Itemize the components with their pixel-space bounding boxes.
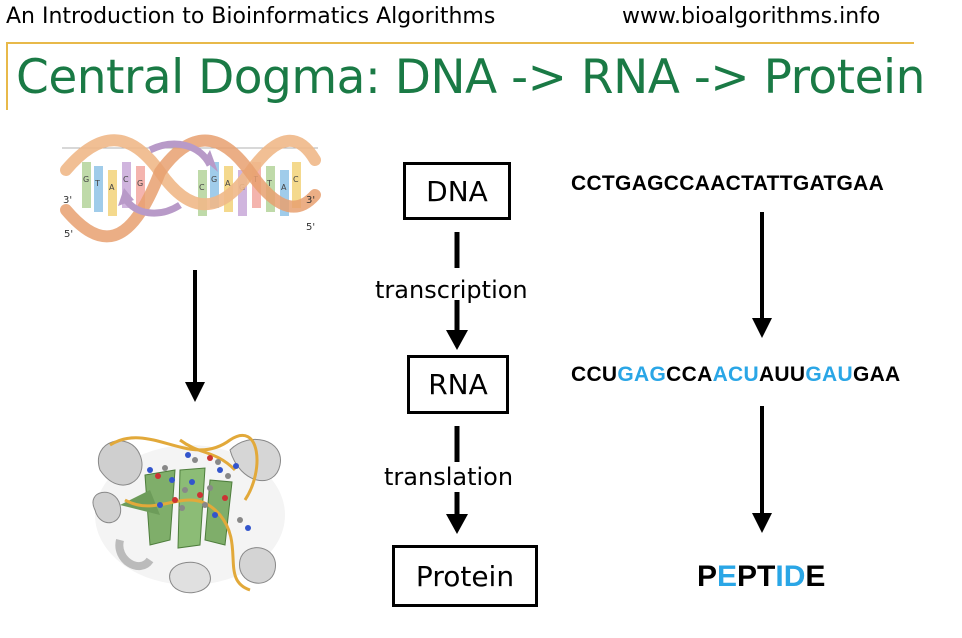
base-pair-rung: [122, 162, 131, 208]
base-pair-rung: [292, 162, 301, 208]
base-letter: C: [123, 175, 129, 184]
rna-codon: CCA: [666, 363, 713, 386]
amino-acid: P: [697, 560, 718, 593]
atom-sphere: [172, 497, 178, 503]
dna-box-label: DNA: [426, 174, 488, 208]
atom-sphere: [222, 495, 228, 501]
amino-acid-highlighted: E: [717, 560, 738, 593]
helix-end-label: 5': [64, 229, 73, 240]
base-letter: C: [293, 175, 299, 184]
transcription-arrow: [446, 232, 468, 350]
translation-arrow: [446, 426, 468, 534]
atom-sphere: [169, 477, 175, 483]
amino-acid: P: [737, 560, 758, 593]
translation-label: translation: [384, 463, 514, 491]
atom-sphere: [237, 517, 243, 523]
atom-sphere: [185, 452, 191, 458]
protein-structure-illustration: [92, 433, 285, 594]
dna-sequence: CCTGAGCCAACTATTGATGAA: [571, 172, 885, 195]
base-pair-rung: [210, 162, 219, 208]
base-letter: G: [211, 175, 217, 184]
rna-codon-highlighted: GAG: [617, 363, 667, 386]
atom-sphere: [207, 455, 213, 461]
peptide-sequence: PEPTIDE: [697, 560, 825, 594]
header-rule: [6, 42, 914, 44]
atom-sphere: [192, 457, 198, 463]
rna-sequence: CCUGAGCCAACUAUUGAUGAA: [571, 363, 901, 387]
base-letter: A: [281, 183, 287, 192]
protein-box: Protein: [392, 545, 538, 607]
base-letter: T: [94, 179, 100, 188]
atom-sphere: [162, 465, 168, 471]
atom-sphere: [197, 492, 203, 498]
base-pair-rung: [82, 162, 91, 208]
amino-acid-highlighted: D: [783, 560, 806, 593]
rna-codon: CCU: [571, 363, 618, 386]
left-down-arrow: [185, 270, 205, 402]
base-letter: A: [109, 183, 115, 192]
atom-sphere: [147, 467, 153, 473]
sequence-translation-arrow: [752, 406, 772, 533]
base-pair-rung: [198, 170, 207, 216]
base-letter: G: [137, 179, 143, 188]
base-letter: A: [225, 179, 231, 188]
amino-acid: T: [757, 560, 776, 593]
base-pair-rung: [136, 166, 145, 212]
amino-acid-highlighted: I: [775, 560, 784, 593]
rna-box: RNA: [407, 355, 509, 414]
base-pair-rung: [108, 170, 117, 216]
rna-codon-highlighted: GAU: [805, 363, 853, 386]
atom-sphere: [217, 467, 223, 473]
base-letter: T: [266, 179, 272, 188]
atom-sphere: [179, 505, 185, 511]
atom-sphere: [225, 473, 231, 479]
atom-sphere: [212, 512, 218, 518]
rna-box-label: RNA: [428, 368, 488, 401]
course-title: An Introduction to Bioinformatics Algori…: [6, 4, 496, 29]
base-pair-rung: [238, 170, 247, 216]
base-pair-rung: [280, 170, 289, 216]
rna-codon: GAA: [852, 363, 901, 386]
sequence-transcription-arrow: [752, 212, 772, 338]
amino-acid: E: [805, 560, 826, 593]
atom-sphere: [233, 463, 239, 469]
rna-codon-highlighted: ACU: [712, 363, 759, 386]
atom-sphere: [202, 502, 208, 508]
dna-box: DNA: [403, 162, 511, 220]
title-accent-rule: [6, 44, 8, 110]
helix-end-label: 3': [63, 195, 72, 206]
website-url: www.bioalgorithms.info: [622, 4, 881, 29]
atom-sphere: [189, 479, 195, 485]
protein-box-label: Protein: [415, 559, 515, 593]
rna-codon: AUU: [758, 363, 806, 386]
base-letter: G: [83, 175, 89, 184]
atom-sphere: [182, 487, 188, 493]
helix-end-label: 3': [306, 195, 315, 206]
slide-title: Central Dogma: DNA -> RNA -> Protein: [16, 50, 925, 105]
atom-sphere: [207, 485, 213, 491]
atom-sphere: [155, 473, 161, 479]
base-pair-rung: [94, 166, 103, 212]
atom-sphere: [245, 525, 251, 531]
transcription-label: transcription: [375, 276, 528, 304]
atom-sphere: [215, 459, 221, 465]
helix-end-label: 5': [306, 222, 315, 233]
atom-sphere: [157, 502, 163, 508]
base-letter: C: [199, 183, 205, 192]
